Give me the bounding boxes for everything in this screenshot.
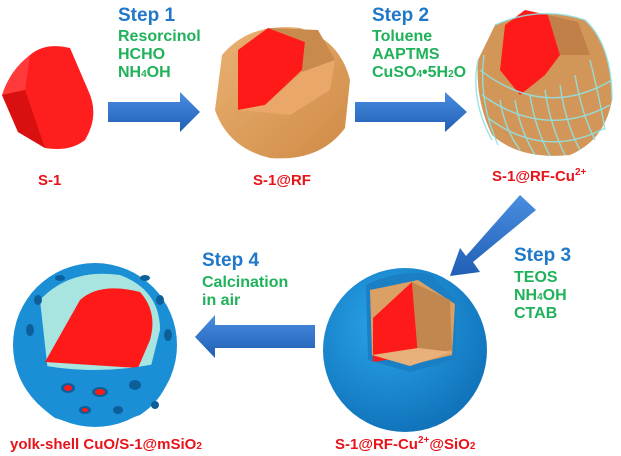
- step-1-arrow: [108, 92, 200, 132]
- label-s1-rf-cu: S-1@RF-Cu2+: [492, 167, 587, 186]
- s1-rf-cu-particle: [475, 10, 613, 157]
- step-3-title: Step 3: [514, 245, 572, 266]
- s1-crystal: [2, 46, 94, 149]
- step-3-reagent-ctab: CTAB: [514, 305, 558, 322]
- step-4-arrow: [195, 315, 315, 358]
- label-s1: S-1: [38, 172, 62, 189]
- step-2-reagent-toluene: Toluene: [372, 28, 433, 45]
- step-4-reagent-calcination: Calcination: [202, 274, 289, 291]
- step-2-title: Step 2: [372, 5, 430, 26]
- step-3-arrow: [450, 195, 536, 276]
- step-1-reagent-hcho: HCHO: [118, 46, 166, 63]
- step-4-title: Step 4: [202, 250, 260, 271]
- step-4-reagent-in-air: in air: [202, 292, 241, 309]
- step-2-reagent-cuso4: CuSO4•5H2O: [372, 64, 467, 81]
- label-s1-rf: S-1@RF: [253, 172, 311, 189]
- silica-coated-particle: [323, 268, 487, 432]
- s1-rf-particle: [215, 27, 350, 159]
- label-s1-rf-cu-sio2: S-1@RF-Cu2+@SiO2: [335, 435, 476, 454]
- yolk-shell-particle: [13, 263, 177, 427]
- step-1-title: Step 1: [118, 5, 176, 26]
- step-3-reagent-teos: TEOS: [514, 269, 558, 286]
- label-yolk-shell: yolk-shell CuO/S-1@mSiO2: [10, 436, 202, 453]
- step-2-reagent-aaptms: AAPTMS: [372, 46, 440, 63]
- step-2-arrow: [355, 92, 467, 132]
- step-3-reagent-nh4oh: NH4OH: [514, 287, 567, 304]
- step-1-reagent-nh4oh: NH4OH: [118, 64, 171, 81]
- step-1-reagent-resorcinol: Resorcinol: [118, 28, 201, 45]
